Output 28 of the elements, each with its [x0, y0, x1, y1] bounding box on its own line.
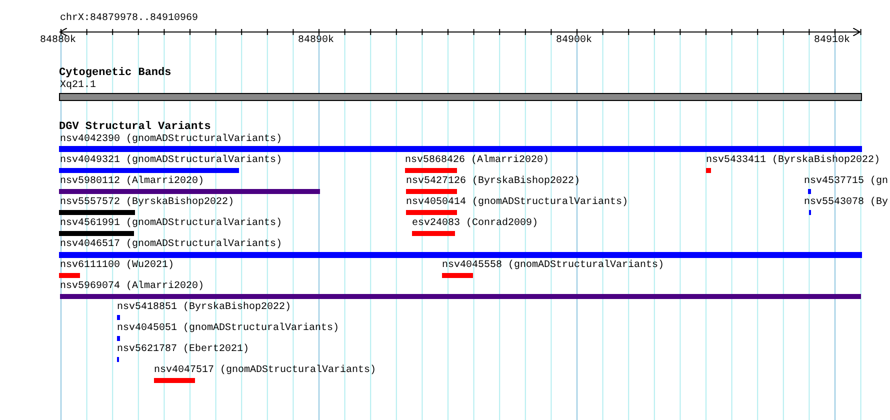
variant-label: nsv4049321 (gnomADStructuralVariants) — [60, 155, 282, 167]
tick-label: 84880k — [40, 35, 76, 47]
variant-label: nsv4537715 (gn — [804, 176, 888, 188]
tick-label: 84900k — [556, 35, 592, 47]
variant-label: nsv5969074 (Almarri2020) — [60, 281, 204, 293]
variant-label: nsv5418851 (ByrskaBishop2022) — [117, 302, 292, 314]
track-title: Cytogenetic Bands — [59, 67, 172, 79]
variant-label: nsv5543078 (By — [804, 197, 888, 209]
variant-label: nsv4045051 (gnomADStructuralVariants) — [117, 323, 340, 335]
variant-label: nsv5427126 (ByrskaBishop2022) — [406, 176, 580, 188]
track-title: DGV Structural Variants — [59, 121, 211, 133]
variant-label: nsv5621787 (Ebert2021) — [117, 344, 250, 356]
region-label: chrX:84879978..84910969 — [60, 13, 198, 25]
variant-label: esv24083 (Conrad2009) — [412, 218, 538, 230]
variant-label: nsv4042390 (gnomADStructuralVariants) — [60, 134, 282, 146]
variant-label: nsv4050414 (gnomADStructuralVariants) — [406, 197, 628, 209]
tick-label: 84890k — [298, 35, 334, 47]
variant-label: nsv4045558 (gnomADStructuralVariants) — [442, 260, 664, 272]
variant-label: nsv5980112 (Almarri2020) — [60, 176, 204, 188]
variant-label: nsv5433411 (ByrskaBishop2022) — [706, 155, 880, 167]
variant-label: nsv4561991 (gnomADStructuralVariants) — [60, 218, 282, 230]
band-label: Xq21.1 — [60, 80, 96, 92]
tick-label: 84910k — [814, 35, 850, 47]
variant-label: nsv4047517 (gnomADStructuralVariants) — [154, 365, 376, 377]
variant-label: nsv6111100 (Wu2021) — [60, 260, 174, 272]
variant-label: nsv5868426 (Almarri2020) — [405, 155, 550, 167]
variant-label: nsv4046517 (gnomADStructuralVariants) — [60, 239, 282, 251]
variant-label: nsv5557572 (ByrskaBishop2022) — [60, 197, 234, 209]
